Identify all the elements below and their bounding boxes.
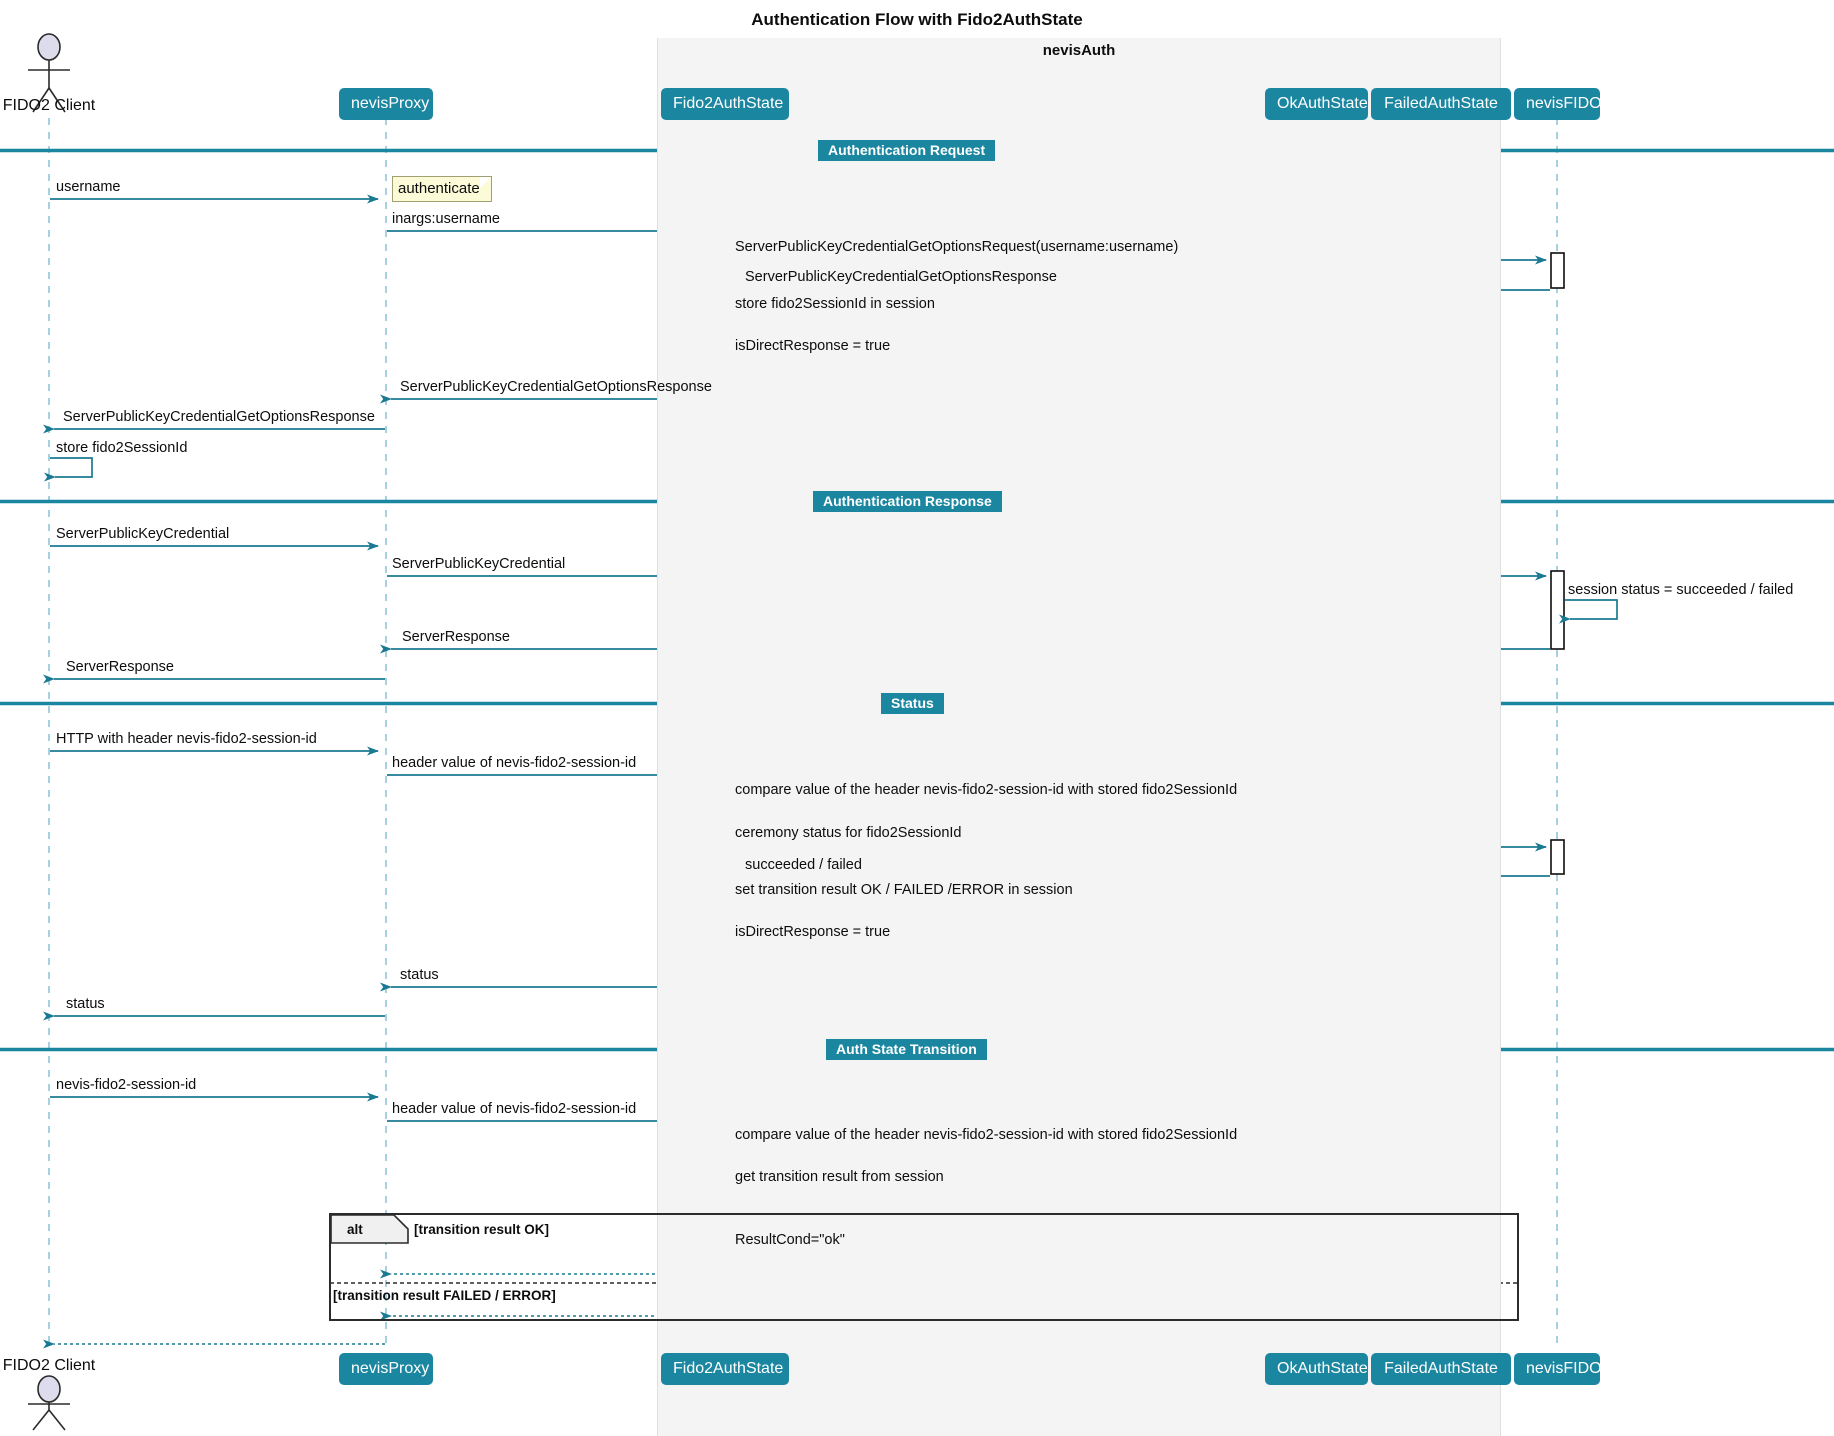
message-label-m12: session status = succeeded / failed [1568, 582, 1794, 598]
note-authenticate: authenticate [392, 176, 492, 202]
alt-condition-1-label: [transition result OK] [414, 1222, 550, 1237]
section-title-authentication-response: Authentication Response [813, 491, 1002, 512]
note-fold-corner [480, 177, 491, 188]
message-label-m4: ServerPublicKeyCredentialGetOptionsRespo… [745, 269, 1057, 285]
page-title: Authentication Flow with Fido2AuthState [751, 10, 1083, 29]
participant-nevisproxy-bottom[interactable]: nevisProxy [339, 1353, 433, 1385]
message-label-m21: isDirectResponse = true [735, 924, 891, 940]
participant-failedauthstate-bottom[interactable]: FailedAuthState [1371, 1353, 1511, 1385]
message-label-m27: get transition result from session [735, 1169, 944, 1185]
message-label-m25: header value of nevis-fido2-session-id [392, 1101, 637, 1117]
actor-figure-top [28, 33, 70, 113]
alt-keyword-label: alt [347, 1222, 363, 1237]
participant-failedauthstate-top[interactable]: FailedAuthState [1371, 88, 1511, 120]
participant-okauthstate-top[interactable]: OkAuthState [1265, 88, 1368, 120]
message-label-m2: inargs:username [392, 211, 500, 227]
section-title-authentication-request: Authentication Request [818, 140, 996, 161]
message-label-m6: isDirectResponse = true [735, 338, 891, 354]
message-label-m24: nevis-fido2-session-id [56, 1077, 197, 1093]
participant-nevisproxy-top[interactable]: nevisProxy [339, 88, 433, 120]
message-label-m14: ServerResponse [66, 659, 174, 675]
section-title-status: Status [881, 693, 944, 714]
message-label-m22: status [400, 967, 439, 983]
message-label-m28: ResultCond="ok" [735, 1232, 845, 1248]
note-label: authenticate [398, 180, 480, 197]
participant-fido2authstate-top[interactable]: Fido2AuthState [661, 88, 789, 120]
alt-fragment [329, 1213, 1519, 1321]
message-label-m16: header value of nevis-fido2-session-id [392, 755, 637, 771]
section-title-auth-state-transition: Auth State Transition [826, 1039, 987, 1060]
message-label-m7: ServerPublicKeyCredentialGetOptionsRespo… [400, 379, 712, 395]
message-label-m3: ServerPublicKeyCredentialGetOptionsReque… [735, 239, 1179, 255]
message-label-m10: ServerPublicKeyCredential [56, 526, 230, 542]
participant-label-client-bottom: FIDO2 Client [2, 1357, 96, 1374]
message-label-m11: ServerPublicKeyCredential [392, 556, 566, 572]
message-label-m18: ceremony status for fido2SessionId [735, 825, 962, 841]
message-label-m23: status [66, 996, 105, 1012]
alt-tab-shape [330, 1214, 409, 1244]
message-label-m26: compare value of the header nevis-fido2-… [735, 1127, 1238, 1143]
message-label-m9: store fido2SessionId [56, 440, 188, 456]
message-label-m20: set transition result OK / FAILED /ERROR… [735, 882, 1073, 898]
message-label-m15: HTTP with header nevis-fido2-session-id [56, 731, 317, 747]
participant-nevisfido-bottom[interactable]: nevisFIDO [1514, 1353, 1602, 1385]
group-box-nevisauth [657, 38, 1501, 1436]
participant-label-client-top: FIDO2 Client [2, 97, 96, 114]
message-label-m13: ServerResponse [402, 629, 510, 645]
message-label-m1: username [56, 179, 121, 195]
message-label-m19: succeeded / failed [745, 857, 862, 873]
participant-okauthstate-bottom[interactable]: OkAuthState [1265, 1353, 1368, 1385]
message-label-m5: store fido2SessionId in session [735, 296, 935, 312]
participant-fido2authstate-bottom[interactable]: Fido2AuthState [661, 1353, 789, 1385]
group-label-nevisauth: nevisAuth [1042, 42, 1116, 59]
actor-figure-bottom [28, 1375, 70, 1431]
participant-nevisfido-top[interactable]: nevisFIDO [1514, 88, 1602, 120]
alt-condition-2-label: [transition result FAILED / ERROR] [333, 1288, 556, 1303]
message-label-m17: compare value of the header nevis-fido2-… [735, 782, 1238, 798]
message-label-m8: ServerPublicKeyCredentialGetOptionsRespo… [63, 409, 375, 425]
